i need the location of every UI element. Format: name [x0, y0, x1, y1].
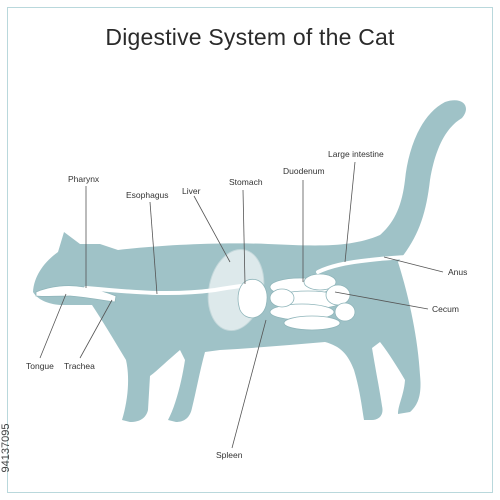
- image-id: 94137095: [0, 423, 12, 473]
- label-trachea: Trachea: [64, 361, 95, 371]
- stomach-leader: [242, 189, 246, 285]
- diagram-title: Digestive System of the Cat: [105, 24, 395, 50]
- anus-leader: [383, 256, 444, 273]
- large-intestine-leader: [344, 161, 356, 263]
- trachea-leader: [79, 299, 113, 359]
- label-liver: Liver: [182, 186, 201, 196]
- label-anus: Anus: [448, 267, 467, 277]
- label-duodenum: Duodenum: [283, 166, 325, 176]
- leader-lines: [39, 161, 444, 449]
- stomach: [237, 278, 268, 319]
- tongue-leader: [39, 293, 67, 359]
- spleen-leader: [231, 319, 267, 449]
- label-tongue: Tongue: [26, 361, 54, 371]
- label-esophagus: Esophagus: [126, 190, 169, 200]
- cecum-leader: [334, 291, 429, 310]
- label-spleen: Spleen: [216, 450, 243, 460]
- liver-leader: [193, 195, 231, 263]
- esophagus-leader: [149, 201, 158, 295]
- small-intestine: [269, 273, 356, 331]
- large-intestine: [316, 255, 407, 274]
- label-cecum: Cecum: [432, 304, 459, 314]
- label-pharynx: Pharynx: [68, 174, 100, 184]
- label-stomach: Stomach: [229, 177, 263, 187]
- label-large-intestine: Large intestine: [328, 149, 384, 159]
- image-frame: [7, 7, 493, 493]
